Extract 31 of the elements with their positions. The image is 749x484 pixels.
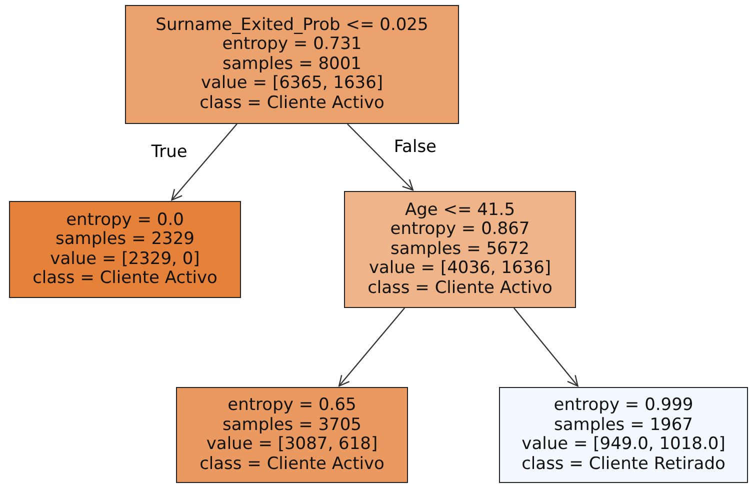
node-text: class = Cliente Activo	[32, 269, 218, 288]
node-text: samples = 1967	[554, 416, 693, 435]
node-text: Age <= 41.5	[404, 200, 516, 220]
node-text: entropy = 0.999	[554, 396, 694, 416]
node-text: samples = 2329	[56, 230, 194, 250]
node-text: value = [949.0, 1018.0]	[522, 435, 726, 454]
arrow	[338, 308, 406, 387]
node-text: entropy = 0.867	[390, 220, 530, 240]
node-text: entropy = 0.0	[66, 210, 184, 230]
tree-node-box	[9, 201, 241, 298]
node-text: samples = 5672	[390, 240, 530, 260]
node-text: value = [2329, 0]	[50, 250, 200, 269]
node-text: class = Cliente Activo	[368, 278, 552, 298]
node-text: Surname_Exited_Prob <= 0.025	[156, 16, 428, 36]
node-text: entropy = 0.731	[222, 35, 362, 55]
node-text: value = [3087, 618]	[206, 435, 378, 454]
tree-node-box	[125, 5, 459, 124]
tree-node-box	[344, 191, 576, 308]
node-text: class = Cliente Retirado	[522, 454, 726, 474]
arrow	[514, 308, 578, 387]
node-text: entropy = 0.65	[228, 396, 356, 416]
node-text: class = Cliente Activo	[200, 94, 384, 114]
node-text: samples = 8001	[222, 54, 362, 74]
node-text: samples = 3705	[222, 416, 362, 435]
node-text: class = Cliente Activo	[200, 454, 384, 474]
tree-node-box	[176, 387, 408, 483]
node-text: value = [4036, 1636]	[368, 259, 552, 279]
arrow	[347, 124, 414, 191]
tree-node-box	[499, 387, 748, 483]
arrow	[171, 124, 238, 201]
node-text: value = [6365, 1636]	[200, 74, 384, 94]
